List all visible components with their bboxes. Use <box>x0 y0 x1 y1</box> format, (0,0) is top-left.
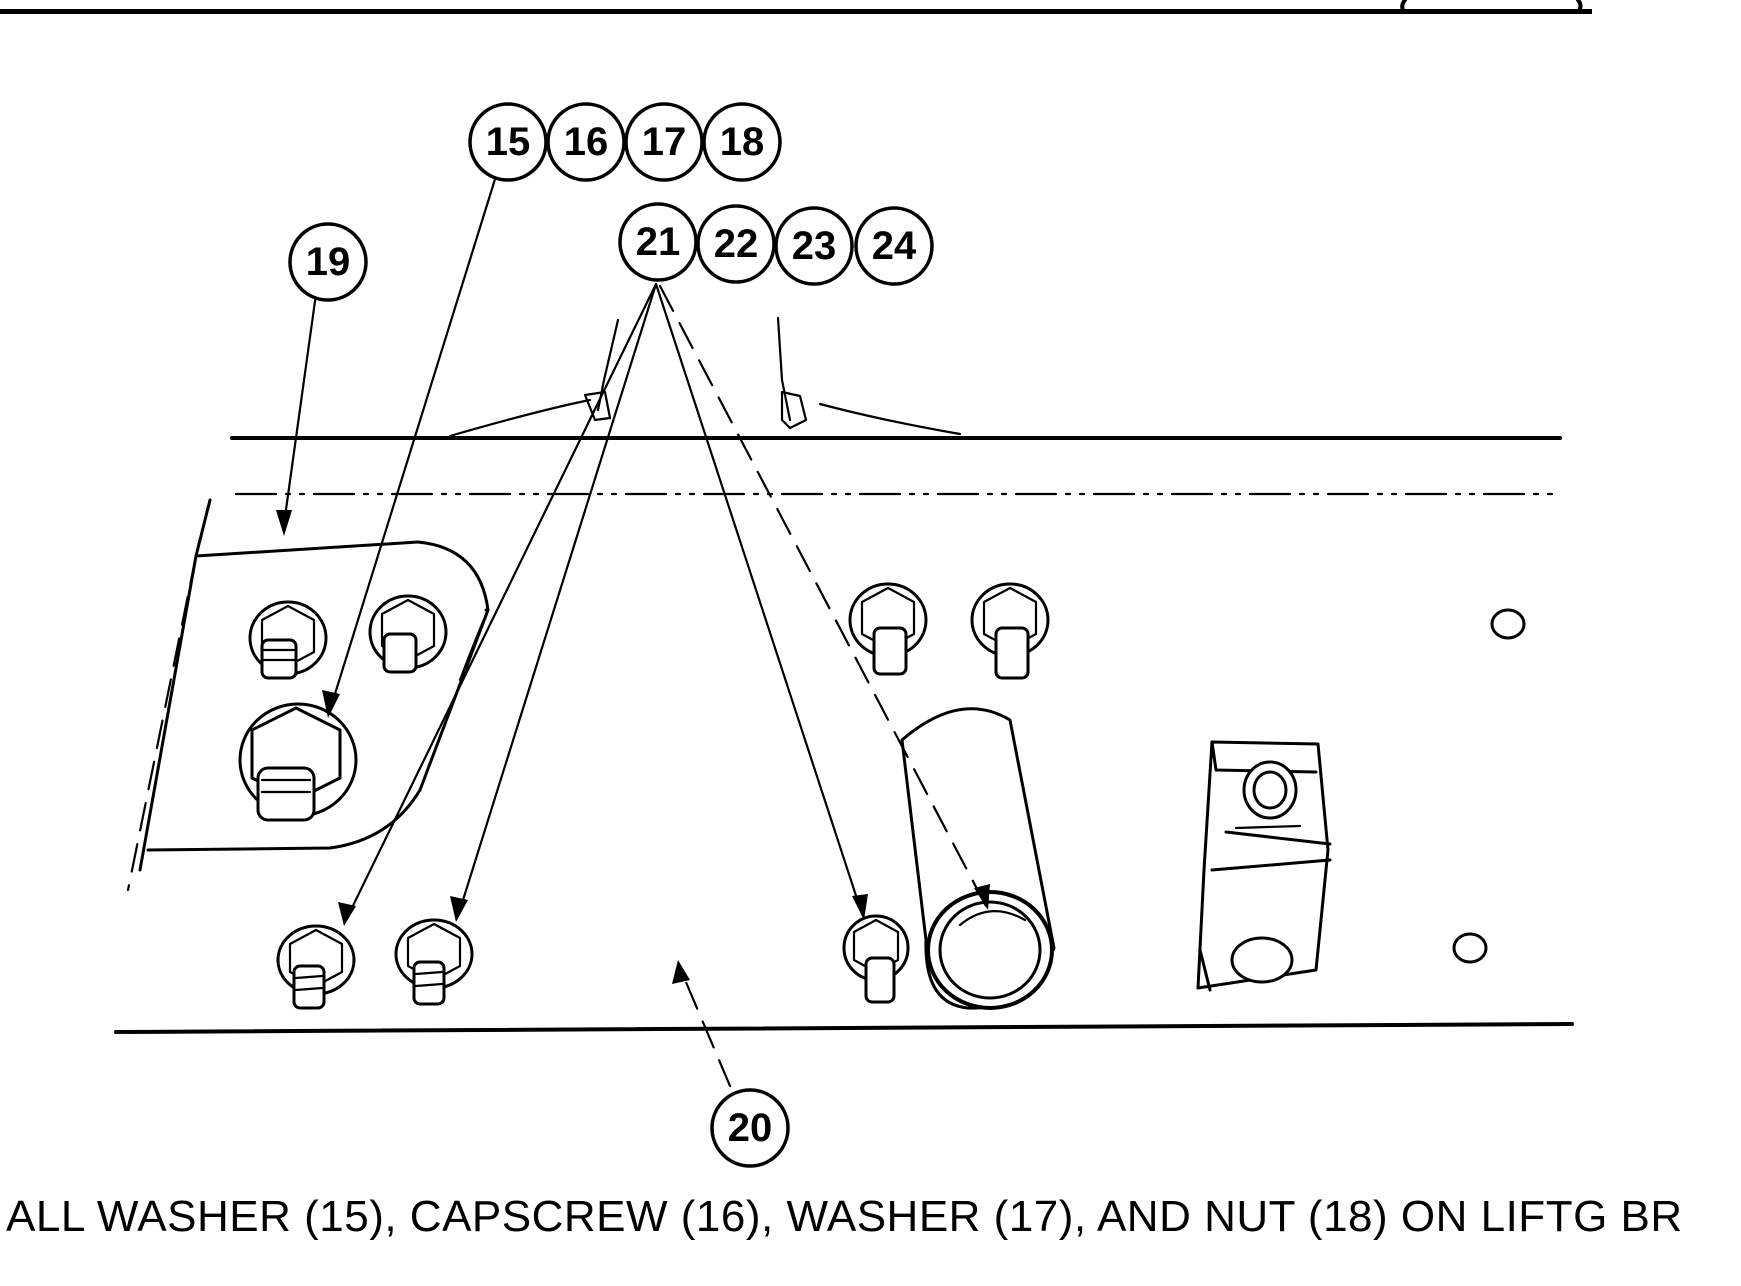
bolt-lower-3 <box>842 914 910 1004</box>
capscrew-assembly-15-18 <box>238 702 358 822</box>
bolt-mid-1 <box>848 582 928 676</box>
arrow-21-a <box>338 902 356 926</box>
svg-text:20: 20 <box>728 1106 773 1150</box>
leader-19 <box>282 292 318 526</box>
frame-hole-upper <box>1490 608 1526 640</box>
arrow-15-18 <box>322 690 340 718</box>
leader-21-hidden <box>658 284 988 908</box>
callout-20: 20 <box>710 1088 790 1168</box>
leader-21-b <box>456 282 658 918</box>
leader-20 <box>678 966 732 1088</box>
flange-right-curve <box>818 402 962 436</box>
callout-19: 19 <box>288 222 368 302</box>
svg-text:21: 21 <box>636 220 681 264</box>
tube <box>900 707 1056 1010</box>
mount-block <box>1196 740 1332 992</box>
arrow-21-b <box>450 896 468 922</box>
bracket-plate-left-hidden <box>126 554 198 892</box>
callout-23: 23 <box>774 206 854 286</box>
leader-21-a <box>344 282 658 922</box>
bracket-plate-top <box>194 498 490 612</box>
callout-24: 24 <box>854 206 934 286</box>
bracket-plate-curl <box>458 608 490 682</box>
bracket-right-nut <box>780 390 808 430</box>
frame-hole-lower <box>1452 932 1488 964</box>
bolt-mid-2 <box>970 582 1050 680</box>
callout-15: 15 <box>468 102 548 182</box>
flange-left-curve <box>448 398 592 438</box>
svg-text:24: 24 <box>872 224 917 268</box>
svg-text:15: 15 <box>486 120 531 164</box>
arrow-20 <box>672 960 690 984</box>
bracket-plate-bottom <box>146 608 490 852</box>
svg-text:16: 16 <box>564 120 609 164</box>
arrow-21-hidden <box>974 884 990 910</box>
arrow-19 <box>276 510 292 536</box>
svg-text:22: 22 <box>714 222 759 266</box>
callout-21: 21 <box>618 202 698 282</box>
header-rule <box>0 9 1592 14</box>
leader-15-18 <box>328 174 498 712</box>
svg-text:18: 18 <box>720 120 765 164</box>
bolt-lower-1 <box>276 924 356 1010</box>
header-paren-right <box>1576 0 1583 14</box>
bracket-bolt-upper-left <box>248 600 328 680</box>
callout-16: 16 <box>546 102 626 182</box>
header-paren-left <box>1400 0 1407 14</box>
svg-text:19: 19 <box>306 240 351 284</box>
svg-text:23: 23 <box>792 224 837 268</box>
bracket-right-edge <box>776 316 792 422</box>
arrow-21-c <box>852 894 868 920</box>
frame-bottom-edge <box>114 1022 1574 1034</box>
callout-17: 17 <box>624 102 704 182</box>
bracket-left-nut <box>583 390 612 422</box>
callout-22: 22 <box>696 204 776 284</box>
instruction-caption: ALL WASHER (15), CAPSCREW (16), WASHER (… <box>6 1192 1683 1241</box>
svg-text:17: 17 <box>642 120 687 164</box>
callout-18: 18 <box>702 102 782 182</box>
leader-21-c <box>654 282 864 916</box>
bolt-lower-2 <box>394 918 474 1006</box>
bracket-plate-left <box>138 554 198 872</box>
bracket-bolt-upper-right <box>368 594 448 674</box>
